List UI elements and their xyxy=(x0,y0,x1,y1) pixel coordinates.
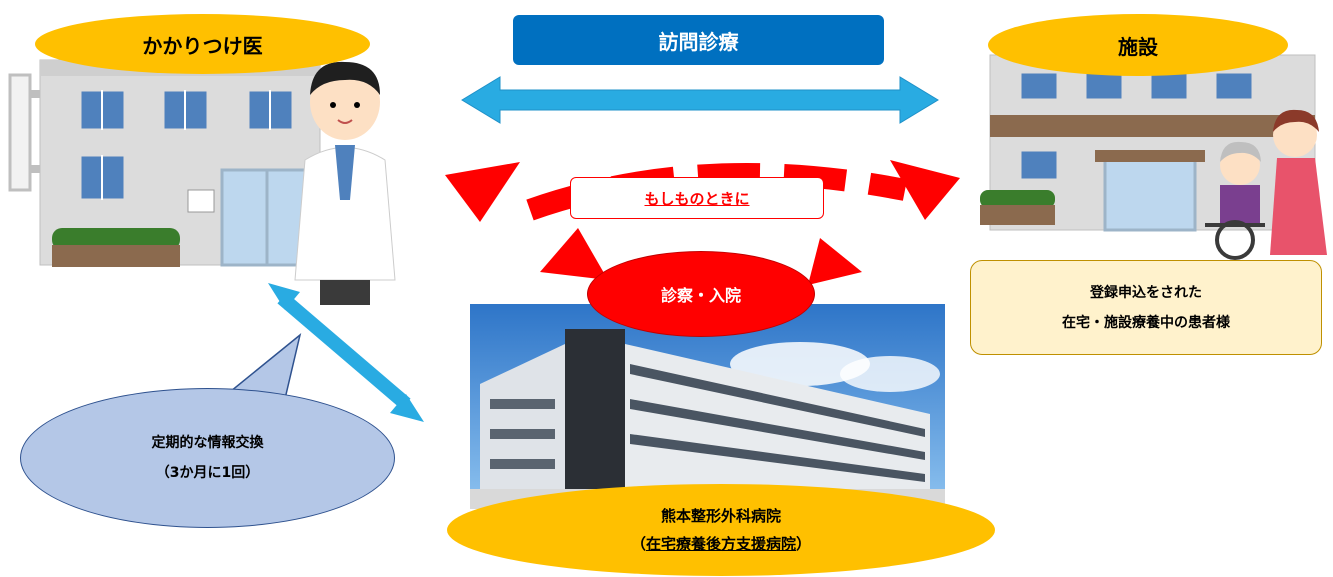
patients-box: 登録申込をされた 在宅・施設療養中の患者様 xyxy=(970,260,1322,355)
emergency-text: もしものときに xyxy=(644,189,750,208)
hospital-paren-close: ） xyxy=(796,535,812,553)
doctor-label: かかりつけ医 xyxy=(35,14,370,74)
facility-label: 施設 xyxy=(988,14,1288,76)
consult-text: 診察・入院 xyxy=(660,286,741,305)
facility-illustration xyxy=(965,40,1333,260)
visit-box: 訪問診療 xyxy=(513,15,884,65)
consult-ellipse: 診察・入院 xyxy=(587,251,815,337)
emergency-box: もしものときに xyxy=(570,177,824,219)
hospital-role: 在宅療養後方支援病院 xyxy=(645,535,796,553)
facility-label-text: 施設 xyxy=(1118,34,1158,59)
hospital-label: 熊本整形外科病院 （在宅療養後方支援病院） xyxy=(447,484,995,576)
consult-arrow-left xyxy=(540,228,608,280)
hospital-paren-open: （ xyxy=(630,535,646,553)
exchange-line1: 定期的な情報交換 xyxy=(151,435,264,451)
patients-line1: 登録申込をされた xyxy=(1090,284,1202,301)
patients-line2: 在宅・施設療養中の患者様 xyxy=(1062,314,1230,331)
hospital-name: 熊本整形外科病院 xyxy=(660,507,781,525)
hospital-subtitle: （在宅療養後方支援病院） xyxy=(631,530,811,558)
hospital-photo xyxy=(470,304,945,509)
doctor-label-text: かかりつけ医 xyxy=(142,33,263,58)
exchange-bubble: 定期的な情報交換 （3か月に1回） xyxy=(20,388,395,528)
exchange-line2: （3か月に1回） xyxy=(155,465,260,481)
consult-arrow-right xyxy=(808,238,862,285)
visit-double-arrow xyxy=(461,76,939,124)
clinic-illustration xyxy=(0,50,440,310)
visit-box-text: 訪問診療 xyxy=(658,29,739,54)
